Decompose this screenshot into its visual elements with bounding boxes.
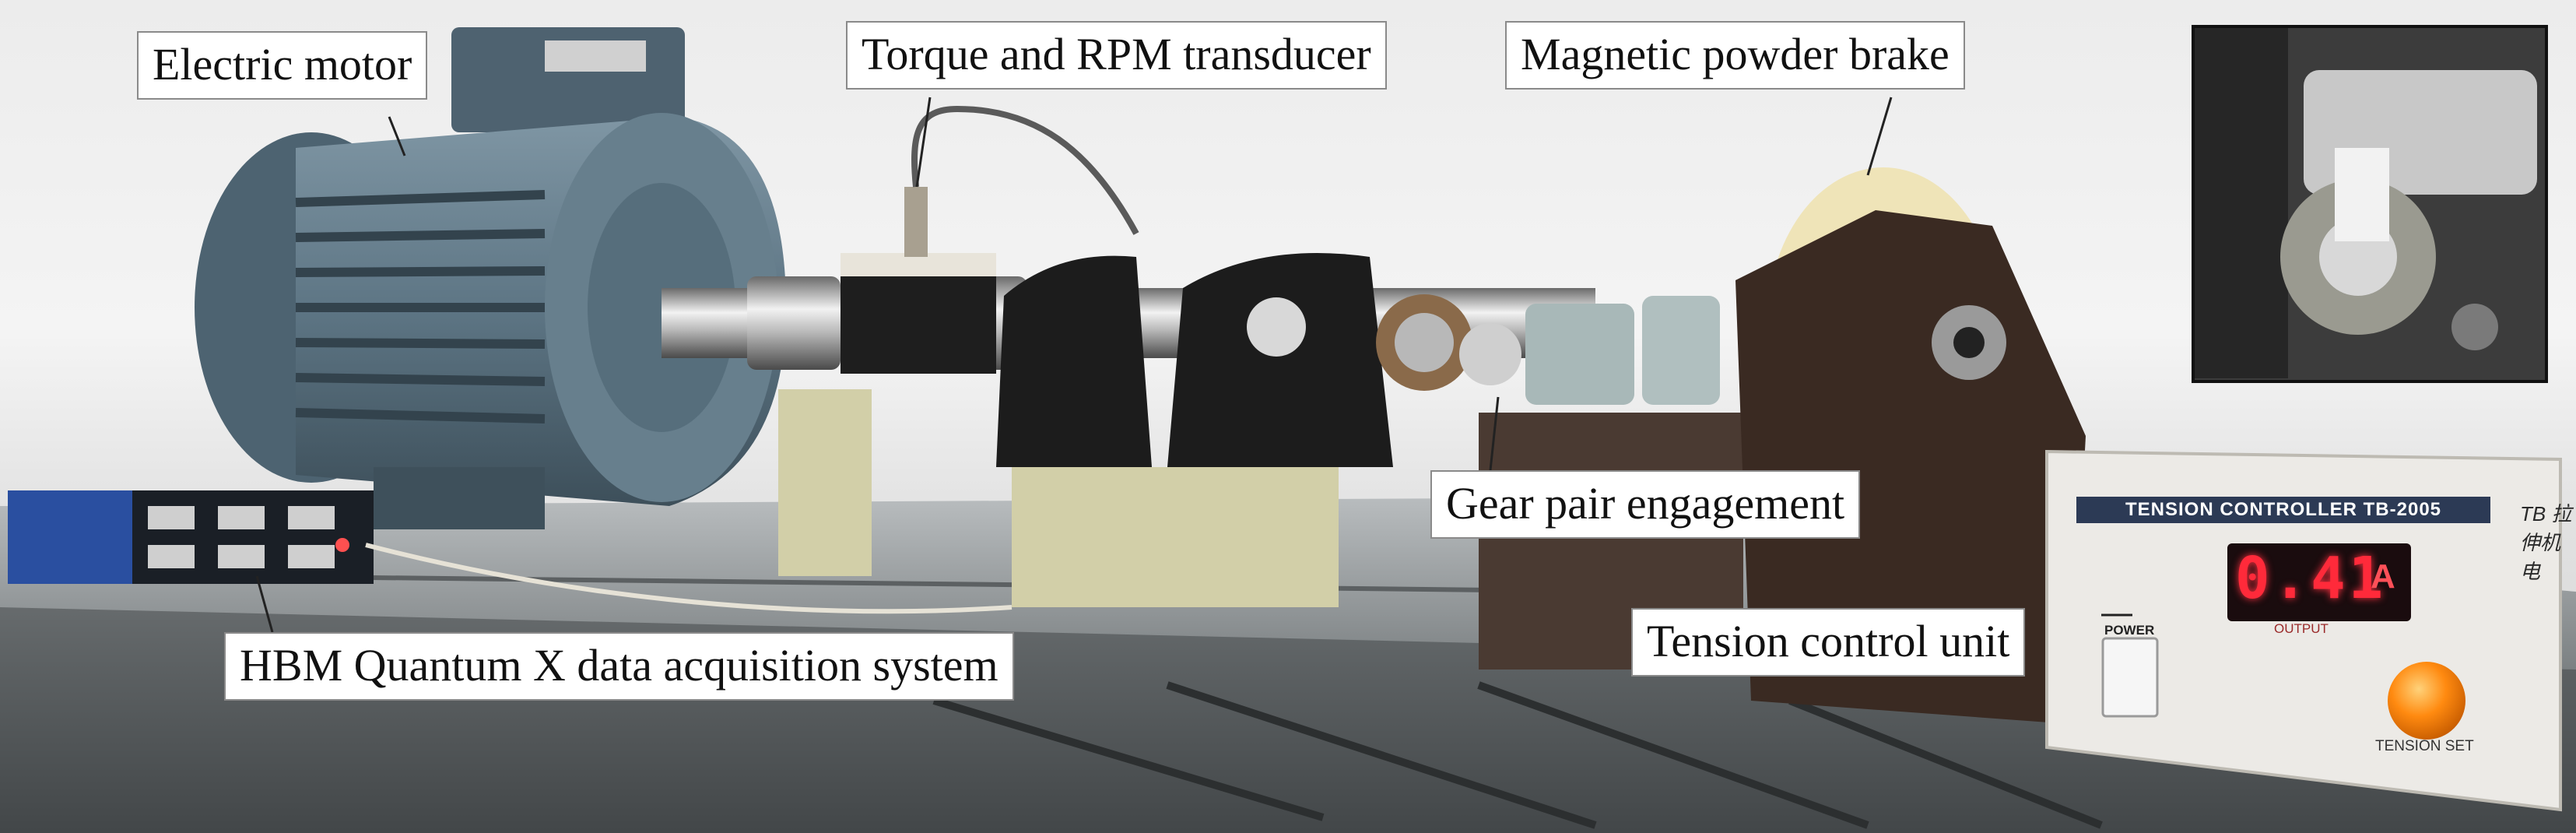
electric-motor bbox=[195, 27, 786, 529]
label-magnetic-brake: Magnetic powder brake bbox=[1505, 21, 1965, 90]
daq-hardware bbox=[8, 490, 1013, 614]
magnetic-powder-brake bbox=[1735, 167, 2086, 724]
controller-brand: TB 拉伸机电 bbox=[2520, 502, 2572, 583]
display-caption: OUTPUT bbox=[2274, 621, 2329, 636]
current-unit: A bbox=[2371, 557, 2395, 596]
label-electric-motor: Electric motor bbox=[137, 31, 428, 100]
torque-transducer bbox=[778, 105, 1139, 576]
label-torque-transducer: Torque and RPM transducer bbox=[846, 21, 1387, 90]
power-switch-label: POWER bbox=[2104, 623, 2155, 638]
pillow-blocks bbox=[996, 253, 1393, 607]
leader-lines bbox=[255, 97, 2132, 633]
tension-knob-label: TENSION SET bbox=[2375, 738, 2474, 754]
label-daq-system: HBM Quantum X data acquisition system bbox=[224, 632, 1014, 701]
controller-title: TENSION CONTROLLER TB-2005 bbox=[2076, 497, 2490, 523]
current-readout: 0.41 bbox=[2235, 545, 2387, 612]
label-tension-unit: Tension control unit bbox=[1631, 608, 2026, 677]
label-gear-pair: Gear pair engagement bbox=[1430, 470, 1861, 539]
tension-controller bbox=[2045, 449, 2562, 812]
gear-closeup-inset bbox=[2192, 25, 2548, 383]
